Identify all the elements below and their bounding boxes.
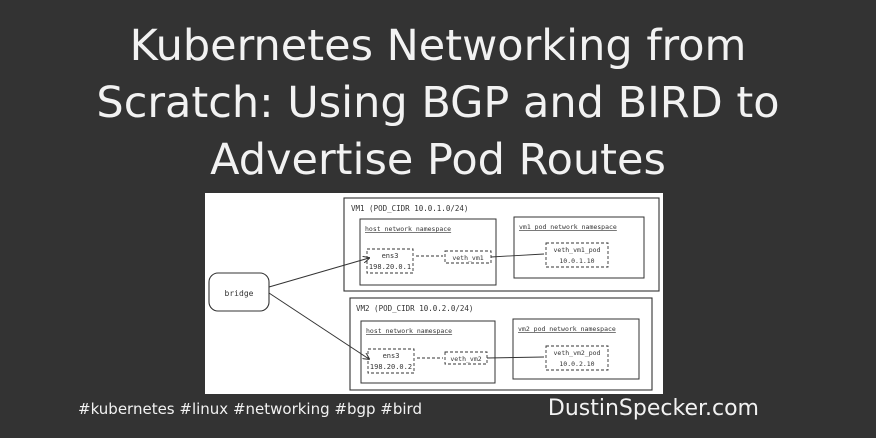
vm1-box xyxy=(343,197,660,292)
vm2-label: VM2 (POD_CIDR 10.0.2.0/24) xyxy=(356,304,473,313)
title-line-2: Scratch: Using BGP and BIRD to xyxy=(96,78,780,128)
bridge-link-vm1 xyxy=(268,258,369,288)
vm1-pod-ip: 10.0.1.10 xyxy=(559,257,594,265)
vm2-host-ns-box xyxy=(360,320,496,384)
vm1-host-ns-label: host network namespace xyxy=(365,225,451,233)
vm2-ens3-box xyxy=(367,348,415,374)
vm1-ens3-box xyxy=(366,248,414,274)
vm2-veth-host-label: veth_vm2 xyxy=(450,355,481,363)
vm2-veth-pod-box xyxy=(545,345,609,371)
bridge-link-vm2 xyxy=(268,292,369,359)
vm1-veth-pod-box xyxy=(545,242,609,268)
vm1-ens3-ip: 198.20.0.1 xyxy=(369,263,411,271)
vm1-veth-pod-label: veth_vm1_pod xyxy=(554,246,601,254)
vm1-ens3-label: ens3 xyxy=(382,252,399,260)
vm2-pod-ip: 10.0.2.10 xyxy=(559,360,594,368)
vm1-label: VM1 (POD_CIDR 10.0.1.0/24) xyxy=(351,204,468,213)
vm2-box xyxy=(349,297,653,391)
bridge-box xyxy=(208,272,270,312)
vm2-veth-pair-link xyxy=(486,356,545,359)
vm2-ens3-ip: 198.20.0.2 xyxy=(370,363,412,371)
vm2-pod-ns-label: vm2_pod network namespace xyxy=(518,325,616,333)
vm1-host-ns-box xyxy=(359,218,497,286)
network-diagram: bridge VM1 (POD_CIDR 10.0.1.0/24) host n… xyxy=(205,193,663,394)
site-name: DustinSpecker.com xyxy=(547,396,759,421)
title-line-1: Kubernetes Networking from xyxy=(129,21,747,71)
vm2-ens3-label: ens3 xyxy=(383,352,400,360)
vm1-veth-pair-link xyxy=(490,253,545,258)
title-line-3: Advertise Pod Routes xyxy=(210,135,666,185)
vm2-host-ns-label: host network namespace xyxy=(366,327,452,335)
vm2-pod-ns-box xyxy=(512,318,640,380)
vm1-veth-host-label: veth_vm1 xyxy=(452,254,483,262)
vm1-pod-ns-box xyxy=(513,216,645,279)
network-diagram-svg: bridge VM1 (POD_CIDR 10.0.1.0/24) host n… xyxy=(208,197,660,391)
page-title: Kubernetes Networking from Scratch: Usin… xyxy=(0,18,876,189)
bridge-label: bridge xyxy=(225,289,254,298)
hashtags: #kubernetes #linux #networking #bgp #bir… xyxy=(78,400,422,418)
vm1-pod-ns-label: vm1_pod network namespace xyxy=(519,223,617,231)
vm2-veth-pod-label: veth_vm2_pod xyxy=(554,349,601,357)
